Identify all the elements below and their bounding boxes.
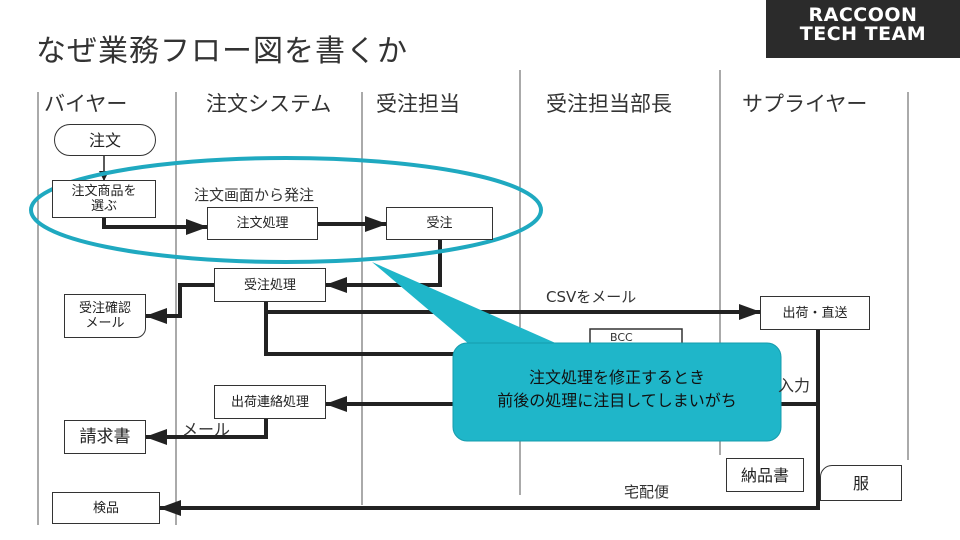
callout-text: 注文処理を修正するとき 前後の処理に注目してしまいがち <box>455 366 779 412</box>
node-select-product: 注文商品を 選ぶ <box>52 180 156 218</box>
lane-supplier: サプライヤー <box>742 92 868 116</box>
label-csv-mail: CSVをメール <box>546 288 637 306</box>
lane-receiver-manager: 受注担当部長 <box>546 92 672 116</box>
node-order-processing: 注文処理 <box>207 207 318 240</box>
node-shipment-direct: 出荷・直送 <box>760 296 870 330</box>
connectors <box>99 156 820 516</box>
logo-line-1: RACCOON <box>808 4 918 26</box>
logo-line-2: TECH TEAM <box>799 23 927 45</box>
node-inspection: 検品 <box>52 492 160 524</box>
node-received: 受注 <box>386 207 493 240</box>
highlight-ellipse <box>29 156 543 264</box>
callout-line-2: 前後の処理に注目してしまいがち <box>497 391 737 410</box>
label-courier: 宅配便 <box>624 483 670 501</box>
node-order: 注文 <box>54 124 156 156</box>
label-order-from-screen: 注文画面から発注 <box>194 186 315 204</box>
lane-order-system: 注文システム <box>206 92 332 116</box>
node-clothes: 服 <box>820 465 902 501</box>
node-delivery-note: 納品書 <box>726 458 804 492</box>
node-confirmation-mail: 受注確認 メール <box>64 294 146 338</box>
callout-line-1: 注文処理を修正するとき <box>528 368 705 387</box>
lane-buyer: バイヤー <box>44 92 128 116</box>
node-order-receipt-processing: 受注処理 <box>214 268 326 302</box>
page-title: なぜ業務フロー図を書くか <box>36 34 408 69</box>
bcc-label: BCC <box>610 331 633 344</box>
lane-order-receiver: 受注担当 <box>376 92 460 116</box>
label-mail: メール <box>182 420 231 439</box>
label-input: 入力 <box>778 376 811 395</box>
callout-bubble <box>372 262 782 442</box>
node-invoice: 請求書 <box>64 420 146 454</box>
brand-logo: RACCOON TECH TEAM <box>766 0 960 58</box>
node-shipping-notice-processing: 出荷連絡処理 <box>214 385 326 419</box>
